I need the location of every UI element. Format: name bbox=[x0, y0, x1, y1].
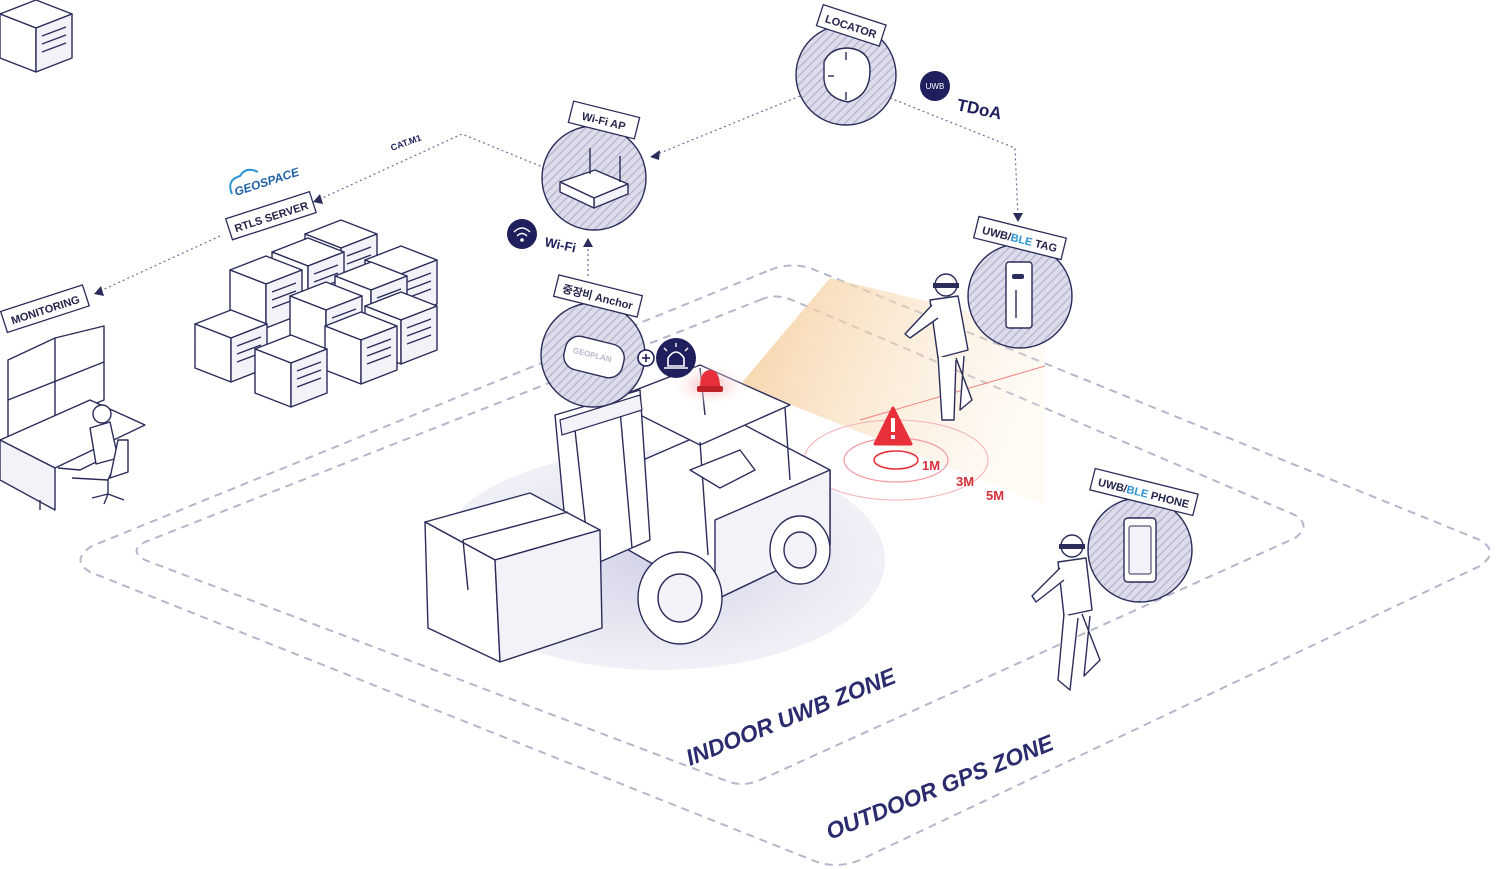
uwb-badge-label: UWB bbox=[926, 82, 945, 91]
indoor-zone-label: INDOOR UWB ZONE bbox=[682, 663, 900, 771]
tdoa-label: TDoA bbox=[955, 95, 1003, 123]
locator-device bbox=[795, 24, 897, 126]
radius-3m-label: 3M bbox=[956, 474, 974, 489]
warning-icon bbox=[873, 406, 913, 446]
cargo-box bbox=[424, 492, 603, 663]
siren-icon bbox=[656, 338, 696, 378]
uwb-badge: UWB bbox=[920, 71, 950, 101]
worker-with-tag bbox=[904, 273, 973, 421]
rtls-server-label-box: RTLS SERVER bbox=[224, 190, 318, 241]
monitoring-station bbox=[0, 325, 146, 511]
radius-1m-label: 1M bbox=[922, 458, 940, 473]
uwb-ble-phone-label-box: UWB/BLE PHONE bbox=[1089, 467, 1199, 517]
uwb-ble-phone-device bbox=[1087, 497, 1193, 603]
geospace-logo-text: GEOSPACE bbox=[233, 164, 302, 198]
radius-5m-label: 5M bbox=[986, 488, 1004, 503]
wifi-ap-label-box: Wi-Fi AP bbox=[567, 100, 641, 140]
wifi-ap-device bbox=[541, 125, 647, 231]
wifi-link-label: Wi-Fi bbox=[543, 234, 577, 255]
anchor-device: GEOPLAN bbox=[540, 302, 646, 408]
monitoring-label-box: MONITORING bbox=[0, 284, 91, 334]
outdoor-zone-label: OUTDOOR GPS ZONE bbox=[822, 729, 1057, 844]
server-racks bbox=[0, 0, 438, 408]
worker-with-phone bbox=[1031, 534, 1101, 691]
outdoor-gps-zone bbox=[79, 264, 1491, 866]
cat-m1-label: CAT.M1 bbox=[389, 133, 422, 153]
network-links bbox=[94, 95, 1023, 296]
uwb-ble-tag-label-box: UWB/BLE TAG bbox=[972, 215, 1068, 261]
geospace-logo: GEOSPACE bbox=[229, 164, 302, 199]
indoor-uwb-zone bbox=[135, 295, 1305, 785]
plus-icon bbox=[637, 349, 655, 367]
uwb-ble-tag-device bbox=[967, 243, 1073, 349]
wifi-badge bbox=[507, 219, 537, 249]
